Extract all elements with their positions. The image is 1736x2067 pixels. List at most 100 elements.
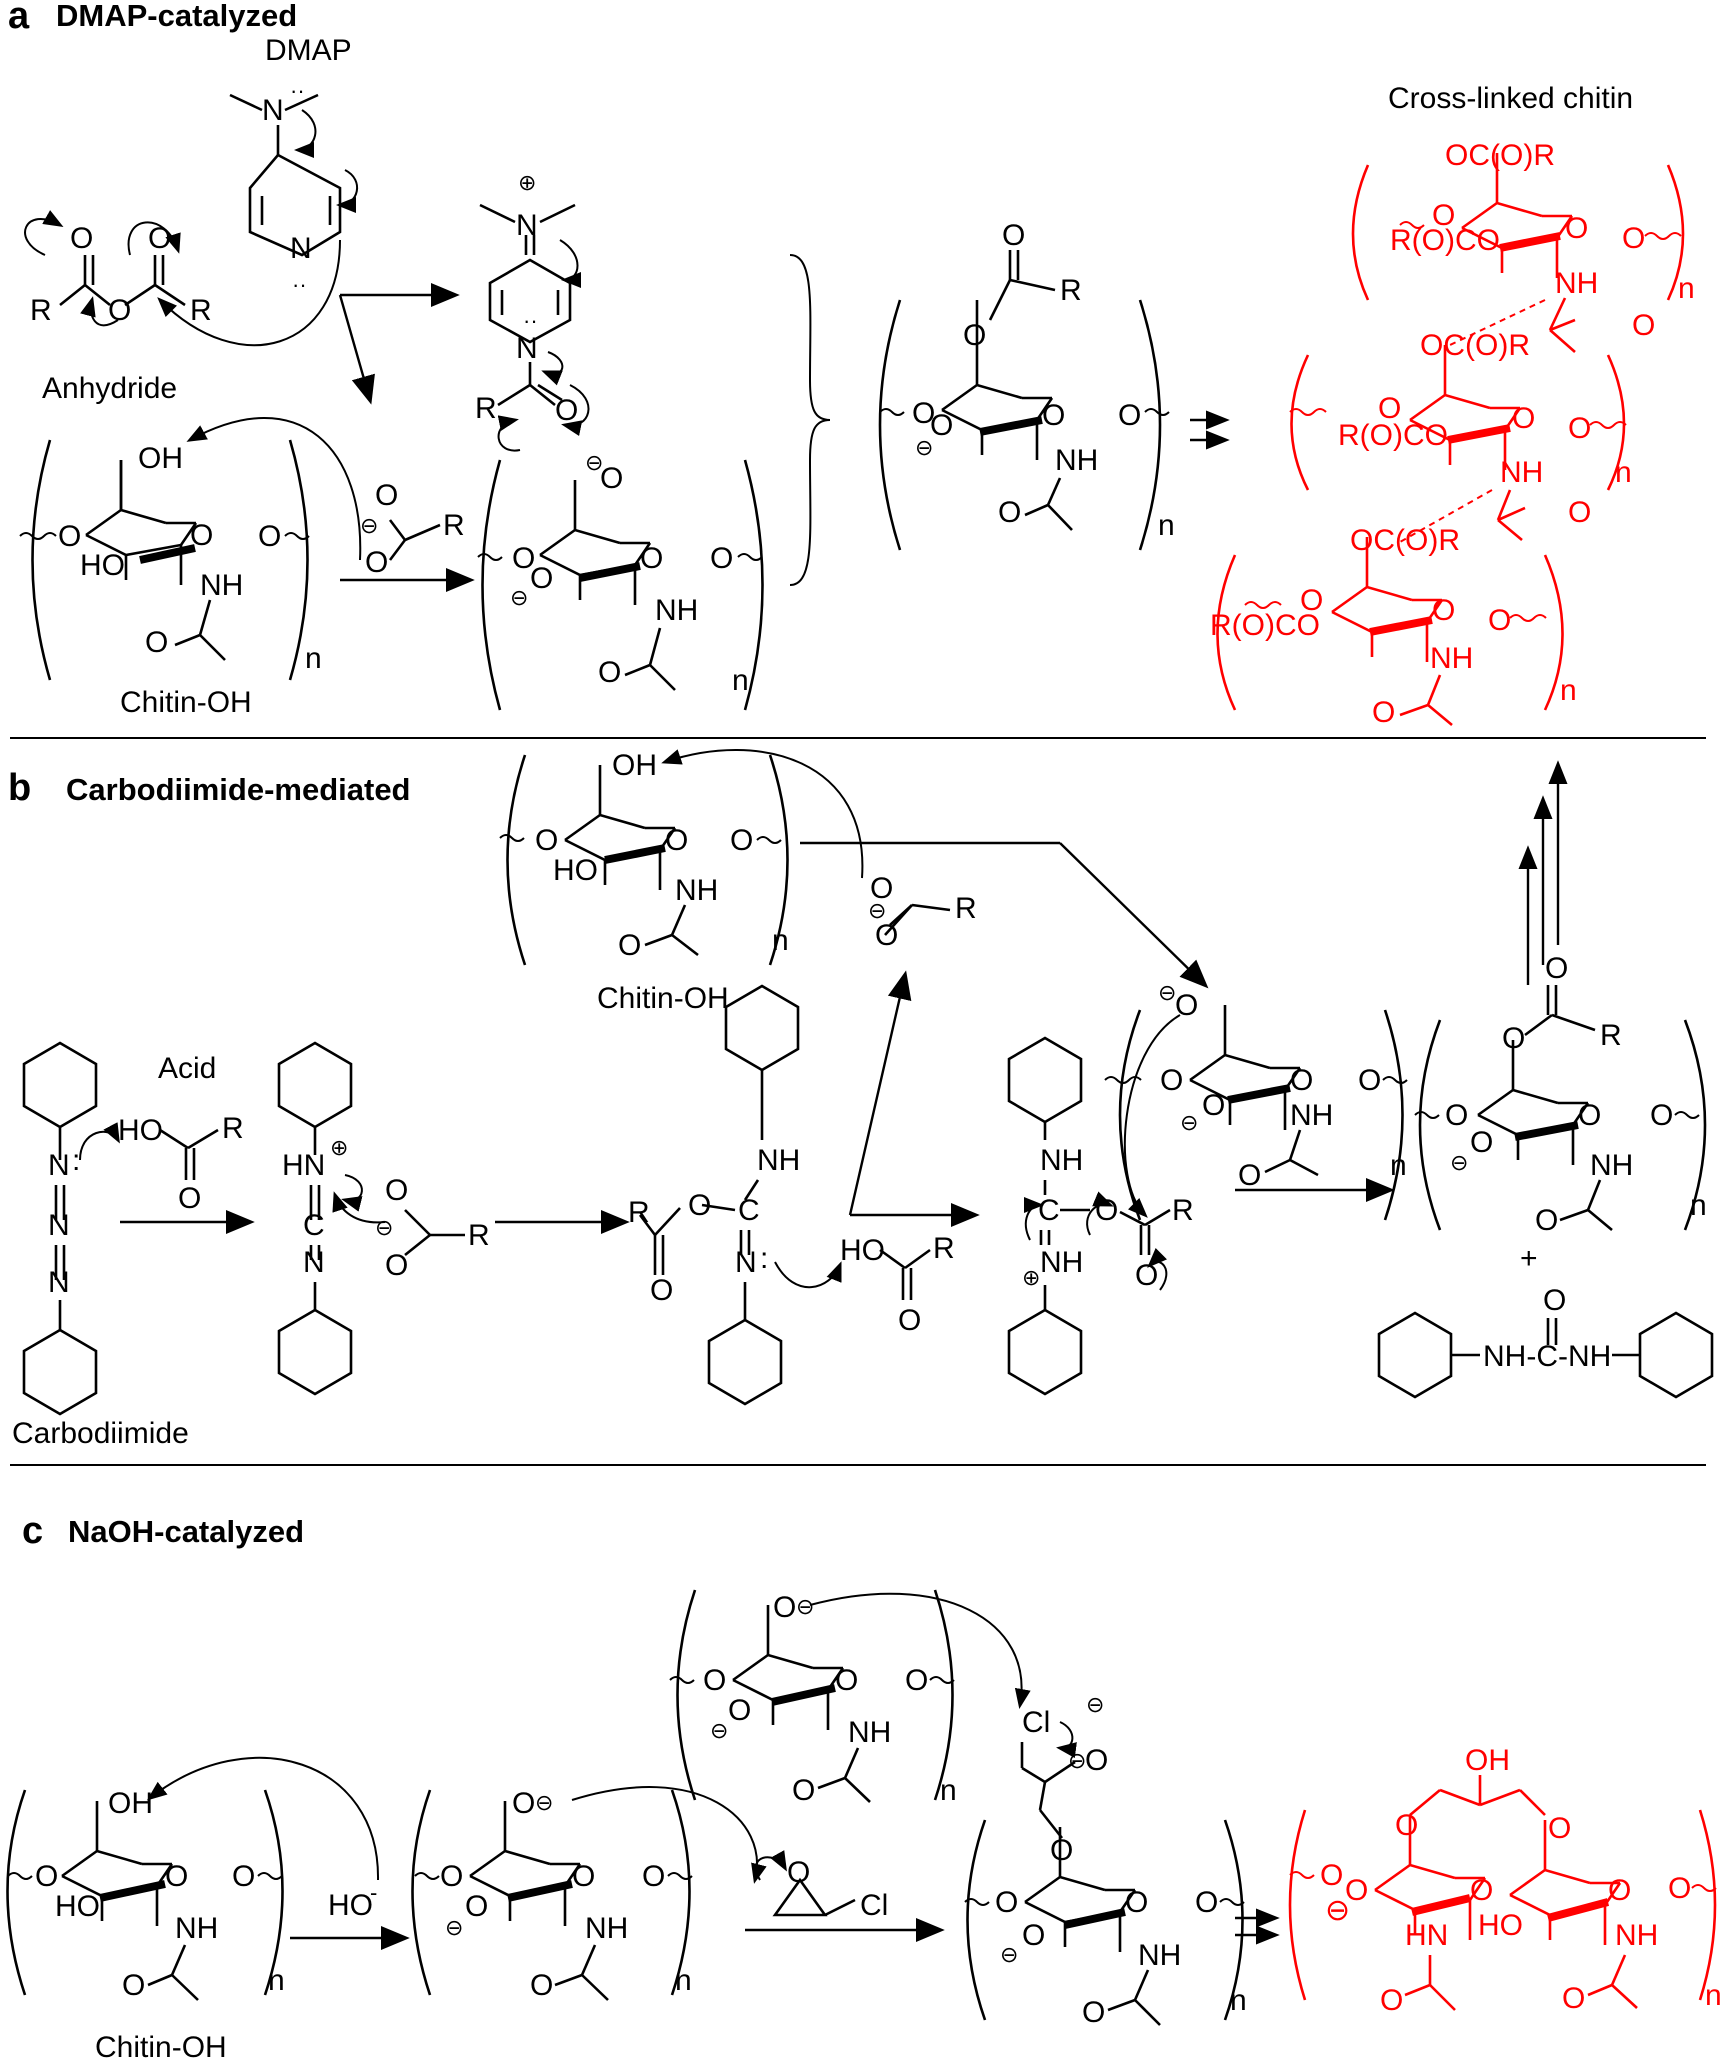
svg-text:Cl: Cl bbox=[860, 1889, 888, 1922]
panel-b: b Carbodiimide-mediated O OH HO O O NH O… bbox=[8, 749, 1714, 1450]
svg-text:O: O bbox=[1445, 1099, 1468, 1132]
svg-text:OH: OH bbox=[612, 749, 657, 782]
svg-text:O: O bbox=[998, 496, 1021, 529]
svg-text:O: O bbox=[792, 1774, 815, 1807]
svg-text:NH: NH bbox=[1040, 1246, 1083, 1279]
svg-text:O: O bbox=[995, 1886, 1018, 1919]
svg-text:O: O bbox=[1345, 1874, 1368, 1907]
cross-linked-chitin: OC(O)R R(O)CO O O O NH O n OC(O)R R(O)CO… bbox=[1210, 139, 1695, 729]
panel-b-title: Carbodiimide-mediated bbox=[66, 772, 411, 807]
svg-text:⊖: ⊖ bbox=[445, 1915, 463, 1940]
svg-text:⊖: ⊖ bbox=[868, 898, 886, 923]
svg-text:O: O bbox=[1050, 1834, 1073, 1867]
svg-text:NH: NH bbox=[1615, 1919, 1658, 1952]
svg-text:N: N bbox=[303, 1246, 325, 1279]
svg-text:n: n bbox=[268, 1964, 285, 1997]
svg-text:n: n bbox=[1690, 1189, 1707, 1222]
svg-text:O: O bbox=[835, 1664, 858, 1697]
chitin-ether-c: Cl ⊖ O ⊖ O O O ⊖ O O NH O n bbox=[964, 1692, 1247, 2029]
svg-text:R: R bbox=[222, 1112, 244, 1145]
plus-sign: + bbox=[1520, 1242, 1538, 1275]
svg-text:O: O bbox=[1470, 1126, 1493, 1159]
anhydride-structure bbox=[59, 255, 186, 307]
svg-text:O: O bbox=[1082, 1996, 1105, 2029]
svg-text:HO: HO bbox=[553, 854, 598, 887]
svg-text:OH: OH bbox=[1465, 1744, 1510, 1777]
svg-text:n: n bbox=[1560, 674, 1577, 707]
svg-text:··: ·· bbox=[523, 308, 538, 333]
svg-text:NH: NH bbox=[848, 1716, 891, 1749]
svg-text:⊖: ⊖ bbox=[1068, 1748, 1086, 1773]
svg-text:NH: NH bbox=[1500, 456, 1543, 489]
carboxylate-a-minus: ⊖ bbox=[360, 513, 378, 538]
svg-text:N: N bbox=[516, 209, 538, 242]
svg-text:O: O bbox=[1488, 604, 1511, 637]
dmap-label: DMAP bbox=[265, 34, 352, 67]
svg-text:n: n bbox=[940, 1774, 957, 1807]
svg-text:n: n bbox=[1705, 1979, 1722, 2012]
svg-text:n: n bbox=[1158, 509, 1175, 542]
svg-text:OH: OH bbox=[138, 442, 183, 475]
svg-text:O: O bbox=[1125, 1886, 1148, 1919]
svg-text:O: O bbox=[1562, 1982, 1585, 2015]
svg-text:O: O bbox=[600, 462, 623, 495]
chitin-oh-b-label: Chitin-OH bbox=[597, 982, 729, 1015]
svg-text:NH: NH bbox=[175, 1912, 218, 1945]
protonated-carbodiimide: HN ⊕ C N bbox=[277, 1041, 386, 1396]
svg-text:O: O bbox=[1470, 1874, 1493, 1907]
svg-text::: : bbox=[760, 1242, 768, 1275]
svg-text:O: O bbox=[728, 1694, 751, 1727]
svg-text:⊖: ⊖ bbox=[535, 1790, 553, 1815]
svg-text:O: O bbox=[618, 929, 641, 962]
svg-text:O: O bbox=[385, 1174, 408, 1207]
svg-text:O: O bbox=[912, 397, 935, 430]
svg-text:n: n bbox=[1390, 1149, 1407, 1182]
panel-c: c NaOH-catalyzed O OH HO O O NH O n Chit… bbox=[6, 1510, 1722, 2064]
panel-a-letter: a bbox=[8, 0, 30, 37]
svg-text:⊖: ⊖ bbox=[585, 450, 603, 475]
svg-text:O: O bbox=[530, 562, 553, 595]
svg-text:n: n bbox=[1615, 456, 1632, 489]
svg-text:O: O bbox=[905, 1664, 928, 1697]
svg-text:R(O)CO: R(O)CO bbox=[1390, 224, 1500, 257]
svg-text:n: n bbox=[305, 642, 322, 675]
chitin-oh-a: O OH HO O O NH O n Chitin-OH bbox=[19, 439, 322, 719]
cross-linked-chitin-c: O O ⊖ O O HN O HO O O O NH O OH n bbox=[1288, 1744, 1722, 2017]
svg-text:O: O bbox=[703, 1664, 726, 1697]
svg-text:HO: HO bbox=[55, 1890, 100, 1923]
svg-text:O: O bbox=[1548, 1812, 1571, 1845]
svg-text:R: R bbox=[628, 1196, 650, 1229]
acid-label: Acid bbox=[158, 1052, 216, 1085]
svg-text:N: N bbox=[48, 1149, 70, 1182]
svg-text:O: O bbox=[535, 824, 558, 857]
svg-text:O: O bbox=[650, 1274, 673, 1307]
svg-text:⊖: ⊖ bbox=[1450, 1150, 1468, 1175]
svg-text::: : bbox=[72, 1144, 80, 1177]
svg-text:O: O bbox=[1395, 1809, 1418, 1842]
svg-text:NH: NH bbox=[1555, 267, 1598, 300]
svg-text:HN: HN bbox=[1405, 1919, 1448, 1952]
svg-text:⊕: ⊕ bbox=[518, 170, 536, 195]
chitin-oh-c-label: Chitin-OH bbox=[95, 2031, 227, 2064]
dmap-n-atom: N bbox=[262, 94, 284, 127]
svg-text:O: O bbox=[365, 546, 388, 579]
svg-text:O: O bbox=[1320, 1859, 1343, 1892]
svg-text:O: O bbox=[1135, 1259, 1158, 1292]
svg-text:O: O bbox=[440, 1860, 463, 1893]
svg-text:NH: NH bbox=[675, 874, 718, 907]
anhydride-o1: O bbox=[70, 222, 93, 255]
svg-text:NH-C-NH: NH-C-NH bbox=[1483, 1340, 1611, 1373]
svg-text:⊖: ⊖ bbox=[710, 1718, 728, 1743]
svg-text:n: n bbox=[1230, 1984, 1247, 2017]
svg-text:O: O bbox=[1512, 402, 1535, 435]
svg-text:O: O bbox=[1622, 222, 1645, 255]
svg-text:O: O bbox=[232, 1860, 255, 1893]
svg-text:NH: NH bbox=[655, 594, 698, 627]
svg-text:O: O bbox=[730, 824, 753, 857]
svg-text:O: O bbox=[1632, 309, 1655, 342]
svg-text:O: O bbox=[1095, 1194, 1118, 1227]
svg-text:HO: HO bbox=[840, 1234, 885, 1267]
chitin-alkoxide-b: O ⊖ O O ⊖ O O NH O n bbox=[1104, 980, 1408, 1221]
svg-text:N: N bbox=[48, 1209, 70, 1242]
svg-text:R: R bbox=[443, 509, 465, 542]
